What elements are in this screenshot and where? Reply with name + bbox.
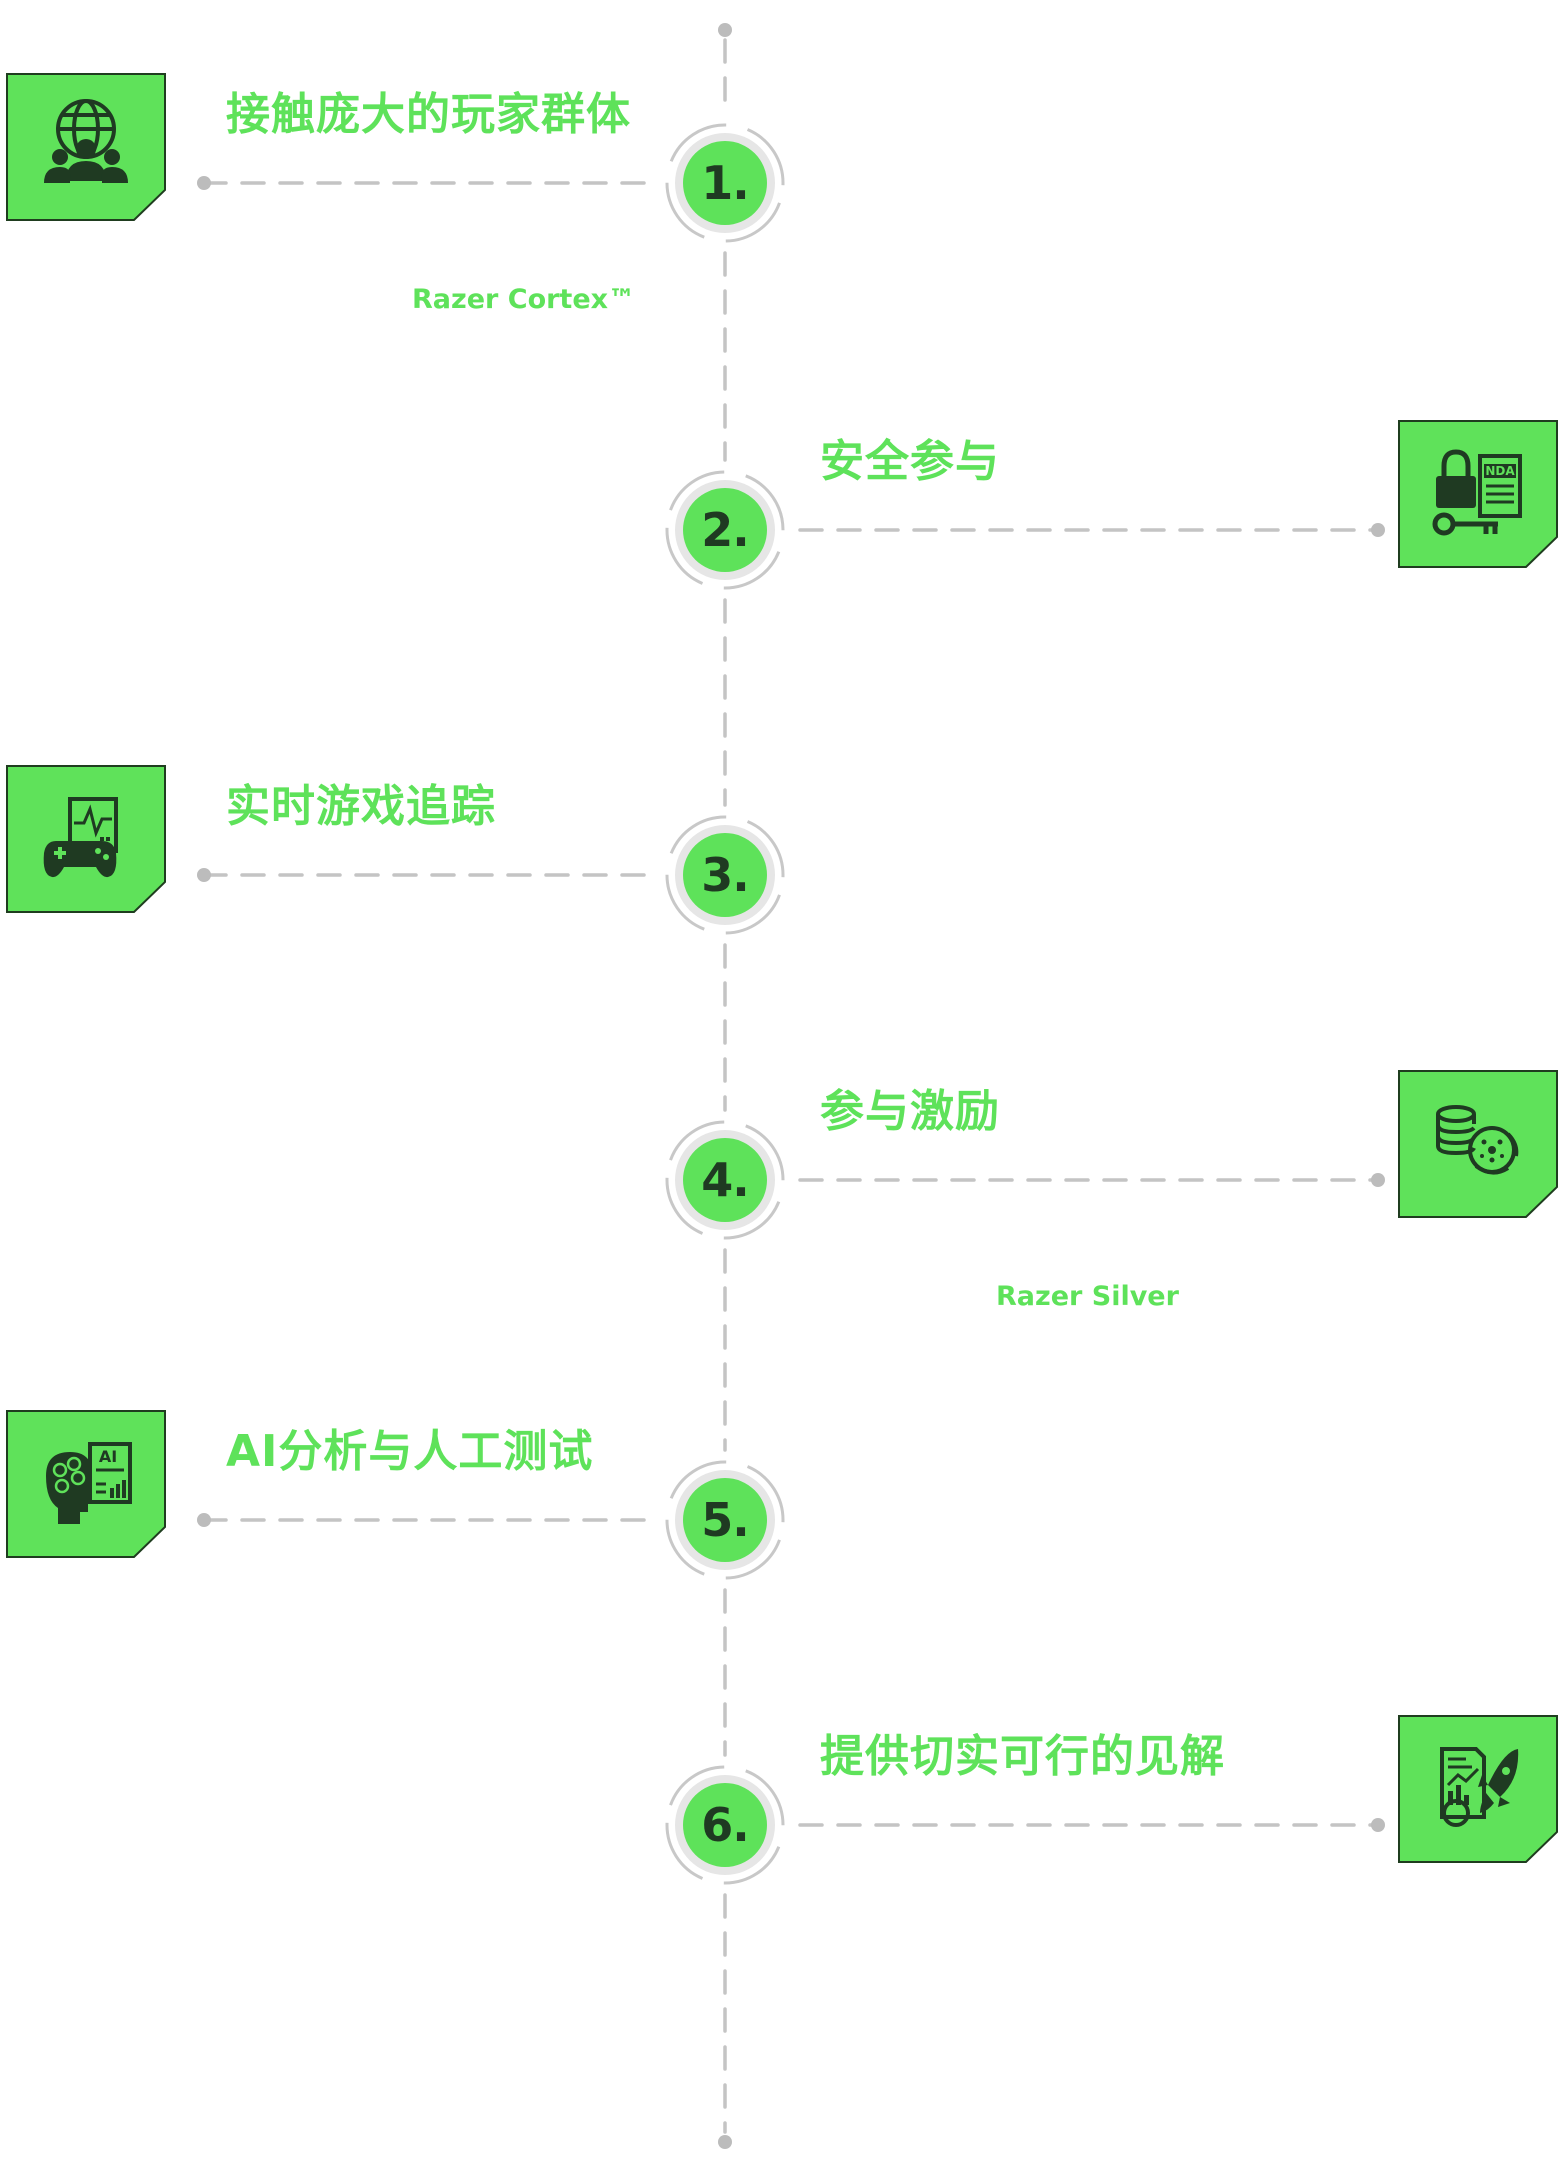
spine-start-dot [718,23,732,37]
node-outer-ring [665,123,785,243]
step-2-icon-box: NDA [1398,420,1558,568]
svg-text:NDA: NDA [1485,464,1515,478]
step-5-icon-box: AI [6,1410,166,1558]
step-6-icon-box [1398,1715,1558,1863]
step-5-number: 5. [701,1493,749,1547]
step-4-title: 参与激励 [820,1086,1000,1137]
global-community-icon [44,99,128,183]
step-1-icon-box [6,73,166,221]
step-6-title: 提供切实可行的见解 [820,1731,1225,1782]
step-1-subtitle: Razer Cortex™ [412,284,636,315]
step-6-number: 6. [701,1798,749,1852]
step-5-title: AI分析与人工测试 [226,1426,594,1477]
coins-rewards-icon [1436,1105,1519,1175]
node-disc [683,833,767,917]
branch-end-dot [197,1513,211,1527]
icon-box-shape [6,765,166,913]
step-2-node: 2. [635,440,815,620]
branch-end-dot [1371,1818,1385,1832]
step-3-title: 实时游戏追踪 [226,781,496,832]
branch-end-dot [1371,523,1385,537]
icon-box-shape [1398,1070,1558,1218]
spine-end-dot [718,2135,732,2149]
svg-text:AI: AI [99,1447,117,1466]
step-6-node: 6. [635,1735,815,1915]
step-1-node: 1. [635,93,815,273]
branch-end-dot [197,176,211,190]
node-disc [683,1138,767,1222]
node-disc [683,1478,767,1562]
node-disc [683,141,767,225]
report-rocket-icon [1440,1747,1519,1827]
step-4-number: 4. [701,1153,749,1207]
node-disc [683,488,767,572]
ai-brain-report-icon: AI [46,1442,132,1524]
branch-end-dot [1371,1173,1385,1187]
nda-lock-key-icon: NDA [1432,449,1522,536]
step-3-icon-box [6,765,166,913]
step-5-node: 5. [635,1430,815,1610]
step-4-subtitle: Razer Silver [996,1281,1179,1312]
step-1-number: 1. [701,156,749,210]
node-disc [683,1783,767,1867]
step-3-node: 3. [635,785,815,965]
step-4-node: 4. [635,1090,815,1270]
branch-end-dot [197,868,211,882]
step-1-title: 接触庞大的玩家群体 [226,89,631,140]
step-3-number: 3. [701,848,749,902]
step-2-number: 2. [701,503,749,557]
gamepad-monitor-icon [43,797,118,878]
icon-box-shape [1398,1715,1558,1863]
step-4-icon-box [1398,1070,1558,1218]
step-2-title: 安全参与 [820,436,1000,487]
